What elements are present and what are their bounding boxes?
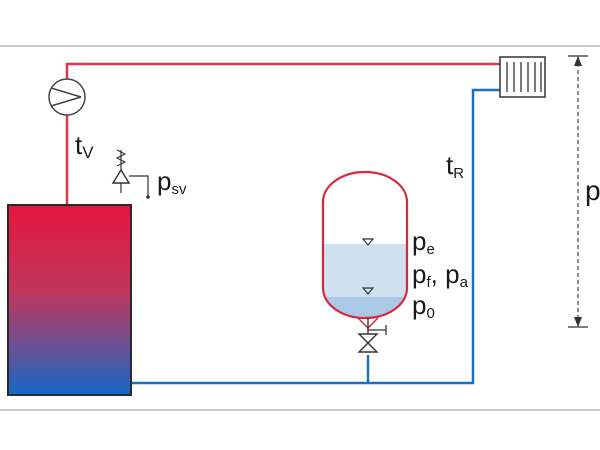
expansion-vessel	[321, 170, 409, 330]
supply-pipe-top	[65, 62, 500, 79]
safety-valve-label: psv	[157, 166, 187, 198]
return-pipe	[131, 88, 500, 385]
boiler	[7, 204, 132, 396]
end-pressure-label: pe	[412, 226, 435, 258]
safety-valve-icon	[111, 149, 150, 199]
circulation-pump-icon	[48, 78, 86, 116]
height-pressure-label: p	[585, 175, 600, 206]
radiator-icon	[499, 56, 546, 98]
flow-temp-label: tV	[75, 130, 94, 162]
height-dimension-line	[568, 55, 588, 328]
cap-valve-icon	[357, 318, 387, 353]
pre-pressure-label: p0	[412, 290, 435, 322]
return-temp-label: tR	[446, 150, 464, 182]
water-level-marker-icon	[361, 287, 375, 295]
fill-pressure-label: pf, pa	[412, 259, 469, 291]
water-level-marker-icon	[361, 238, 375, 246]
